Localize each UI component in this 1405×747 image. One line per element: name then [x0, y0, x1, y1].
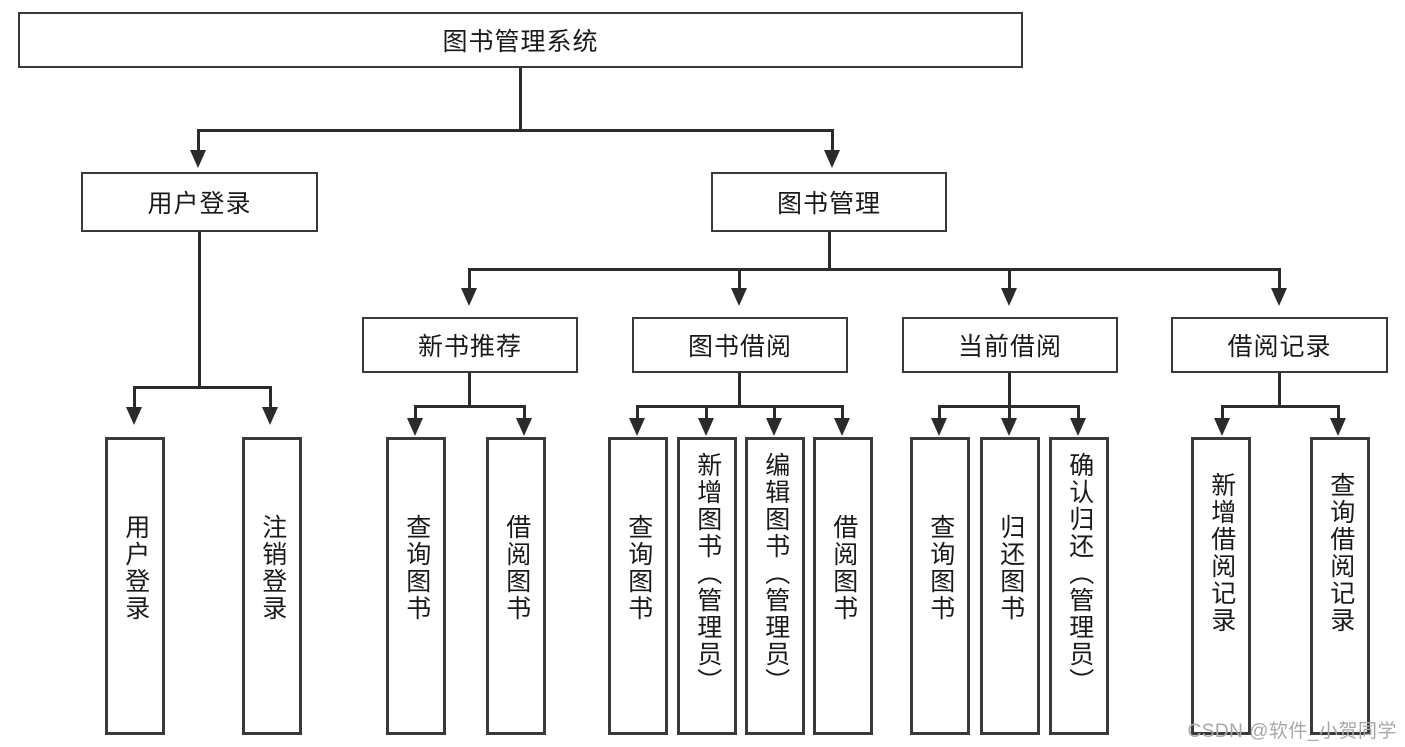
- connector-current-leaf1: [938, 405, 941, 421]
- leaf-add-book-admin[interactable]: 新增图书（管理员）: [677, 437, 737, 735]
- connector-borrow-leaf1: [636, 405, 639, 421]
- connector-bm-to-newbook: [468, 268, 471, 290]
- connector-bm-to-current: [1008, 268, 1011, 290]
- arrow-borrow-leaf1: [629, 418, 645, 436]
- arrow-bm-to-current: [1001, 288, 1017, 306]
- connector-newbook-bus: [414, 405, 526, 408]
- leaf-borrow-book[interactable]: 借阅图书: [813, 437, 873, 735]
- leaf-label: 查询图书: [402, 514, 431, 622]
- connector-user-login-bus: [133, 386, 272, 389]
- leaf-borrow-book-new[interactable]: 借阅图书: [486, 437, 546, 735]
- arrow-user-login-leaf2: [262, 407, 278, 425]
- leaf-label: 归还图书: [996, 514, 1025, 622]
- connector-record-leaf1: [1221, 405, 1224, 421]
- node-label: 借阅记录: [1227, 333, 1332, 361]
- connector-user-login-leaf2: [269, 386, 272, 410]
- leaf-label: 借阅图书: [829, 514, 858, 622]
- arrow-bm-to-newbook: [461, 288, 477, 306]
- connector-root-to-user-login: [197, 129, 200, 153]
- leaf-query-borrow-record[interactable]: 查询借阅记录: [1310, 437, 1370, 735]
- arrow-borrow-leaf4: [834, 418, 850, 436]
- leaf-label: 查询借阅记录: [1326, 472, 1355, 634]
- connector-root-bus: [197, 129, 834, 132]
- connector-current-leaf3: [1077, 405, 1080, 421]
- connector-current-stem: [1008, 373, 1011, 407]
- node-label: 图书管理: [776, 190, 881, 218]
- connector-newbook-leaf1: [414, 405, 417, 421]
- node-label: 当前借阅: [957, 333, 1062, 361]
- node-book-borrowing[interactable]: 图书借阅: [632, 317, 848, 373]
- leaf-confirm-return-admin[interactable]: 确认归还（管理员）: [1049, 437, 1109, 735]
- leaf-label: 新增借阅记录: [1207, 472, 1236, 634]
- leaf-query-book-new[interactable]: 查询图书: [386, 437, 446, 735]
- node-current-borrowing[interactable]: 当前借阅: [902, 317, 1118, 373]
- connector-borrow-leaf2: [705, 405, 708, 421]
- arrow-record-leaf2: [1330, 418, 1346, 436]
- leaf-logout[interactable]: 注销登录: [242, 437, 302, 735]
- arrow-user-login-leaf1: [126, 407, 142, 425]
- connector-newbook-stem: [468, 373, 471, 407]
- connector-book-management-stem: [828, 232, 831, 270]
- leaf-label: 借阅图书: [502, 514, 531, 622]
- connector-borrow-bus: [636, 405, 843, 408]
- arrow-newbook-leaf2: [516, 418, 532, 436]
- leaf-user-login[interactable]: 用户登录: [105, 437, 165, 735]
- node-new-book-recommendation[interactable]: 新书推荐: [362, 317, 578, 373]
- connector-user-login-leaf1: [133, 386, 136, 410]
- connector-bm-to-borrow: [738, 268, 741, 290]
- arrow-current-leaf1: [931, 418, 947, 436]
- leaf-label: 用户登录: [121, 514, 150, 622]
- connector-bm-to-record: [1278, 268, 1281, 290]
- connector-user-login-stem: [198, 232, 201, 388]
- connector-newbook-leaf2: [523, 405, 526, 421]
- connector-record-bus: [1221, 405, 1340, 408]
- csdn-watermark: CSDN @软件_小贺同学: [1187, 721, 1397, 742]
- connector-book-management-bus: [468, 268, 1281, 271]
- leaf-label: 查询图书: [926, 514, 955, 622]
- connector-borrow-leaf4: [841, 405, 844, 421]
- leaf-label: 编辑图书（管理员）: [761, 452, 790, 695]
- leaf-return-book[interactable]: 归还图书: [980, 437, 1040, 735]
- connector-root-to-book-management: [831, 129, 834, 153]
- connector-record-leaf2: [1337, 405, 1340, 421]
- connector-root-stem: [519, 68, 522, 130]
- connector-borrow-stem: [738, 373, 741, 407]
- connector-borrow-leaf3: [773, 405, 776, 421]
- arrow-bm-to-borrow: [731, 288, 747, 306]
- leaf-label: 新增图书（管理员）: [693, 452, 722, 695]
- leaf-query-book-borrow[interactable]: 查询图书: [608, 437, 668, 735]
- connector-record-stem: [1278, 373, 1281, 407]
- node-label: 图书管理系统: [442, 28, 599, 56]
- arrow-record-leaf1: [1214, 418, 1230, 436]
- leaf-add-borrow-record[interactable]: 新增借阅记录: [1191, 437, 1251, 735]
- node-user-login[interactable]: 用户登录: [81, 172, 318, 232]
- arrow-root-to-user-login: [190, 150, 206, 168]
- node-label: 新书推荐: [417, 333, 522, 361]
- node-label: 用户登录: [147, 190, 252, 218]
- node-label: 图书借阅: [687, 333, 792, 361]
- leaf-label: 确认归还（管理员）: [1065, 452, 1094, 695]
- arrow-current-leaf2: [1001, 418, 1017, 436]
- node-book-management[interactable]: 图书管理: [711, 172, 947, 232]
- arrow-newbook-leaf1: [407, 418, 423, 436]
- leaf-query-book-current[interactable]: 查询图书: [910, 437, 970, 735]
- arrow-bm-to-record: [1271, 288, 1287, 306]
- arrow-borrow-leaf3: [766, 418, 782, 436]
- arrow-borrow-leaf2: [698, 418, 714, 436]
- node-root-book-management-system[interactable]: 图书管理系统: [18, 12, 1023, 68]
- leaf-edit-book-admin[interactable]: 编辑图书（管理员）: [745, 437, 805, 735]
- connector-current-leaf2: [1008, 405, 1011, 421]
- arrow-root-to-book-management: [824, 150, 840, 168]
- leaf-label: 注销登录: [258, 514, 287, 622]
- node-borrowing-records[interactable]: 借阅记录: [1171, 317, 1388, 373]
- leaf-label: 查询图书: [624, 514, 653, 622]
- arrow-current-leaf3: [1070, 418, 1086, 436]
